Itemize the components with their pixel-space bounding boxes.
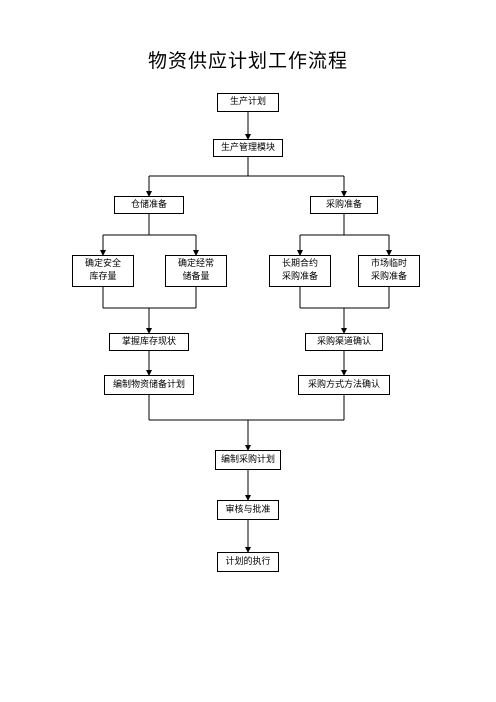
node-label: 生产计划 <box>229 97 266 107</box>
node-label-line: 采购准备 <box>370 272 407 282</box>
node-label: 编制采购计划 <box>220 454 275 465</box>
node-label: 审核与批准 <box>225 504 271 515</box>
node-purchase-plan: 编制采购计划 <box>215 450 281 470</box>
node-label: 仓储准备 <box>130 199 167 210</box>
node-label: 计划的执行 <box>225 556 271 567</box>
node-storage-prep: 仓储准备 <box>114 196 184 214</box>
node-label-line: 确定安全 <box>84 259 121 269</box>
node-label-line: 采购准备 <box>281 272 318 282</box>
node-market-temp: 市场临时 采购准备 <box>358 255 420 287</box>
node-label: 生产管理模块 <box>220 142 275 153</box>
node-label: 编制物资储备计划 <box>112 379 185 390</box>
node-channel-confirm: 采购渠道确认 <box>305 333 383 351</box>
node-label-line: 储备量 <box>182 272 210 282</box>
node-label: 采购渠道确认 <box>316 336 371 347</box>
node-label-line: 库存量 <box>89 272 117 282</box>
node-production-plan: 生产计划 <box>217 93 279 112</box>
node-long-term-contract: 长期合约 采购准备 <box>269 255 331 287</box>
node-purchase-prep: 采购准备 <box>310 196 378 214</box>
node-label: 采购准备 <box>325 199 362 210</box>
node-inventory-status: 掌握库存现状 <box>109 333 189 351</box>
node-production-mgmt: 生产管理模块 <box>213 139 283 157</box>
node-label-line: 长期合约 <box>281 259 318 269</box>
node-review-approval: 审核与批准 <box>217 500 279 520</box>
node-plan-execution: 计划的执行 <box>217 552 279 572</box>
node-label-line: 确定经常 <box>177 259 214 269</box>
node-safety-stock: 确定安全 库存量 <box>72 255 134 287</box>
node-label: 采购方式方法确认 <box>307 379 380 390</box>
node-label: 掌握库存现状 <box>121 336 176 347</box>
page-title: 物资供应计划工作流程 <box>147 50 348 72</box>
node-method-confirm: 采购方式方法确认 <box>298 375 390 395</box>
node-storage-plan: 编制物资储备计划 <box>104 375 194 395</box>
node-regular-reserve: 确定经常 储备量 <box>165 255 227 287</box>
node-label-line: 市场临时 <box>370 259 407 269</box>
